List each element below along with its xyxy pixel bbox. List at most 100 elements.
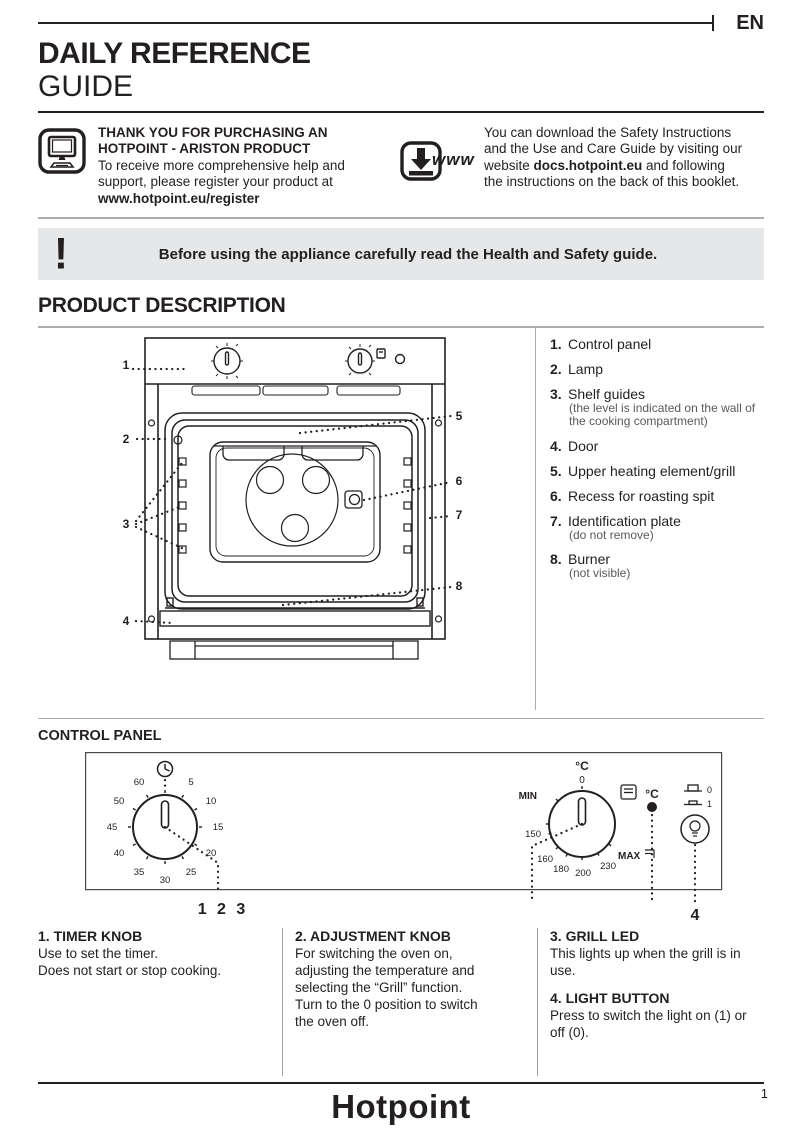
download-line4: the instructions on the back of this boo… bbox=[484, 174, 740, 190]
intro-section: THANK YOU FOR PURCHASING AN HOTPOINT - A… bbox=[38, 125, 764, 207]
light-on-label: 1 bbox=[707, 799, 712, 809]
item-label: Door bbox=[568, 437, 599, 454]
col2-line1: For switching the oven on, bbox=[295, 946, 453, 962]
adjustment-leader bbox=[530, 823, 584, 902]
screws bbox=[147, 419, 443, 623]
register-text: THANK YOU FOR PURCHASING AN HOTPOINT - A… bbox=[98, 125, 345, 207]
footer: Hotpoint 1 bbox=[38, 1084, 768, 1130]
dial-15: 15 bbox=[213, 822, 224, 833]
col3-line2: use. bbox=[550, 963, 576, 979]
mini-adjustment-knob bbox=[345, 343, 386, 376]
list-item: 3.Shelf guides(the level is indicated on… bbox=[550, 386, 764, 429]
timer-knob[interactable]: 5 10 15 20 25 30 35 40 45 50 60 bbox=[107, 761, 224, 887]
spit-recess bbox=[344, 490, 363, 509]
grill-led: °C bbox=[645, 787, 659, 813]
zero-label: 0 bbox=[579, 775, 585, 786]
col2-line3: selecting the “Grill” function. bbox=[295, 980, 463, 996]
doc-title-line2: GUIDE bbox=[38, 69, 134, 103]
download-line3-pre: website bbox=[484, 157, 534, 173]
col2-line4: Turn to the 0 position to switch bbox=[295, 996, 478, 1012]
temp-200: 200 bbox=[575, 868, 591, 879]
grill-led-label: °C bbox=[645, 787, 659, 801]
product-description-divider bbox=[38, 326, 764, 328]
warning-text: Before using the appliance carefully rea… bbox=[158, 245, 658, 263]
intro-divider bbox=[38, 217, 764, 220]
light-bulb-icon bbox=[680, 814, 710, 845]
col1-line1: Use to set the timer. bbox=[38, 946, 159, 962]
col2-line2: adjusting the temperature and bbox=[295, 963, 475, 979]
dial-25: 25 bbox=[186, 867, 197, 878]
list-item: 2. Lamp bbox=[550, 361, 764, 377]
control-panel-heading: CONTROL PANEL bbox=[38, 728, 162, 745]
cavity bbox=[209, 441, 381, 563]
dial-20: 20 bbox=[206, 848, 217, 859]
dial-5: 5 bbox=[188, 777, 193, 788]
shelf-guides bbox=[178, 457, 412, 554]
light-button[interactable]: 0 1 bbox=[680, 784, 712, 845]
control-panel-diagram: 5 10 15 20 25 30 35 40 45 50 60 1 2 3 °C… bbox=[85, 752, 723, 924]
footer-divider bbox=[38, 1082, 764, 1085]
docs-link[interactable]: docs.hotpoint.eu bbox=[533, 157, 643, 173]
item-num: 2. bbox=[550, 360, 562, 377]
header-rule bbox=[38, 15, 715, 31]
item-num: 7. bbox=[550, 512, 562, 529]
col2-line5: the oven off. bbox=[295, 1013, 370, 1029]
download-text: You can download the Safety Instructions… bbox=[484, 125, 742, 207]
col4-title: 4. LIGHT BUTTON bbox=[550, 990, 670, 1007]
title-divider bbox=[38, 110, 764, 113]
adjustment-knob[interactable]: °C 0 MIN 150 160 180 200 230 bbox=[519, 759, 655, 879]
product-description-heading: PRODUCT DESCRIPTION bbox=[38, 294, 286, 318]
temp-160: 160 bbox=[537, 854, 553, 865]
col4-line2: off (0). bbox=[550, 1024, 589, 1040]
thankyou-line1: THANK YOU FOR PURCHASING AN bbox=[98, 125, 328, 140]
clock-icon bbox=[156, 761, 174, 778]
callout-6: 6 bbox=[456, 474, 463, 488]
computer-register-icon bbox=[38, 125, 88, 207]
item-num: 1. bbox=[550, 335, 562, 352]
page-number: 1 bbox=[760, 1086, 768, 1102]
timer-knob-column: 1. TIMER KNOB Use to set the timer. Does… bbox=[38, 928, 282, 1076]
item-note: (not visible) bbox=[569, 566, 631, 581]
vent-slots bbox=[191, 385, 401, 396]
lamp bbox=[173, 435, 183, 445]
col1-line2: Does not start or stop cooking. bbox=[38, 963, 222, 979]
oven-diagram: 1 2 3 4 5 6 7 8 bbox=[38, 328, 535, 710]
mini-timer-knob bbox=[211, 342, 243, 379]
callout-8: 8 bbox=[456, 579, 463, 593]
max-grill-glyph bbox=[645, 849, 655, 859]
item-label: Lamp bbox=[568, 360, 604, 377]
item-num: 5. bbox=[550, 462, 562, 479]
oven-diagram-svg: 1 2 3 4 5 6 7 8 bbox=[123, 337, 463, 660]
legend-columns: 1. TIMER KNOB Use to set the timer. Does… bbox=[38, 928, 764, 1077]
brand-logo: Hotpoint bbox=[331, 1088, 471, 1126]
item-note: (do not remove) bbox=[569, 527, 654, 542]
rule-end-tick bbox=[712, 15, 715, 31]
timer-leader bbox=[163, 826, 220, 891]
max-label: MAX bbox=[618, 851, 641, 862]
callout-leaders bbox=[131, 367, 453, 624]
register-block: THANK YOU FOR PURCHASING AN HOTPOINT - A… bbox=[38, 125, 390, 207]
register-link[interactable]: www.hotpoint.eu/register bbox=[98, 190, 260, 206]
timer-leader-label: 1 2 3 bbox=[198, 901, 249, 918]
item-label: Control panel bbox=[568, 335, 652, 352]
list-item: 4. Door bbox=[550, 438, 764, 454]
temp-180: 180 bbox=[553, 864, 569, 875]
timer-ticks bbox=[128, 790, 202, 865]
item-num: 4. bbox=[550, 437, 562, 454]
callout-7: 7 bbox=[456, 508, 463, 522]
col2-title: 2. ADJUSTMENT KNOB bbox=[295, 928, 451, 945]
degc-top-label: °C bbox=[575, 759, 589, 773]
parts-list: 1. Control panel 2. Lamp 3.Shelf guides(th… bbox=[535, 327, 764, 710]
doc-title-line1: DAILY REFERENCE bbox=[38, 37, 311, 70]
callout-numbers: 1 2 3 4 5 6 7 8 bbox=[123, 358, 463, 628]
www-label: www bbox=[432, 150, 475, 169]
item-label: Recess for roasting spit bbox=[568, 487, 715, 504]
door-bottom bbox=[159, 597, 431, 627]
header-rule-row: EN bbox=[38, 12, 764, 34]
item-label: Burner bbox=[568, 551, 611, 568]
download-line1: You can download the Safety Instructions bbox=[484, 125, 732, 140]
list-item: 7.Identification plate(do not remove) bbox=[550, 513, 764, 543]
adjustment-dial-labels: MIN 150 160 180 200 230 MAX bbox=[519, 791, 641, 879]
adjustment-knob-column: 2. ADJUSTMENT KNOB For switching the ove… bbox=[282, 928, 537, 1077]
